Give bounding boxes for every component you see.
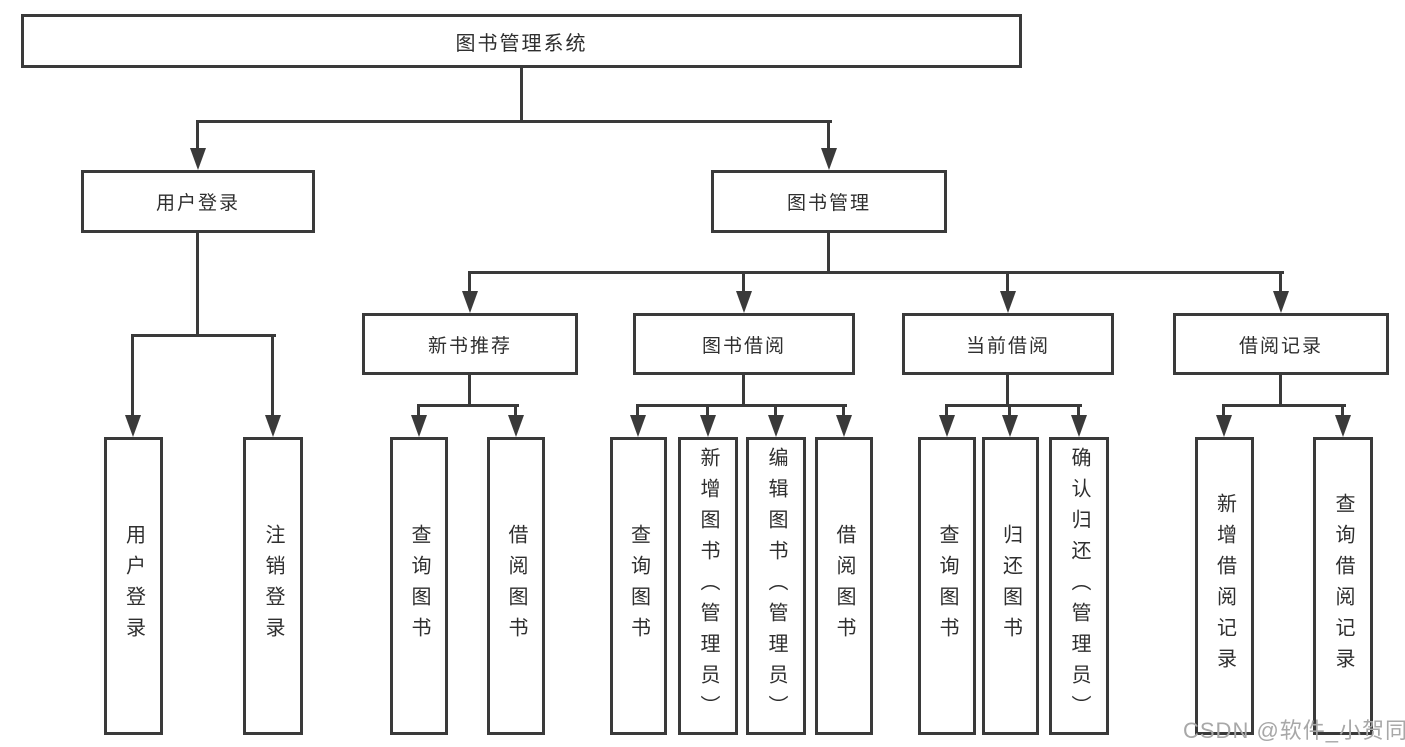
edge-arrow-return-books [1002,415,1018,437]
edge-arrow-query-books-recommend [411,415,427,437]
node-query-books-recommend: 查询图书 [390,437,448,735]
node-edit-books-admin: 编辑图书（管理员） [746,437,806,735]
node-add-borrow-record: 新增借阅记录 [1195,437,1254,735]
connector-drop-return-books [1008,404,1011,420]
node-add-books-admin: 新增图书（管理员） [678,437,738,735]
connector-borrowing-records-bus [1222,404,1346,407]
node-book-borrowing: 图书借阅 [633,313,855,375]
connector-drop-query-books-borrowing [636,404,639,420]
edge-arrow-borrowing-records [1273,291,1289,313]
connector-level2-bus [196,120,832,123]
connector-book-borrowing-stem [742,374,745,407]
node-user-login: 用户登录 [81,170,315,233]
connector-new-book-recommendation-bus [417,404,519,407]
node-add-books-admin-label: 新增图书（管理员） [697,446,719,726]
node-borrowing-records: 借阅记录 [1173,313,1389,375]
connector-drop-logout-action [271,334,274,420]
node-new-book-recommendation-label: 新书推荐 [427,335,512,357]
edge-arrow-query-books-borrowing [630,415,646,437]
connector-drop-user-login-action [131,334,134,420]
connector-drop-book-borrowing [742,271,745,297]
edge-arrow-edit-books-admin [768,415,784,437]
node-query-borrow-record: 查询借阅记录 [1313,437,1373,735]
node-user-login-action-label: 用户登录 [122,524,145,648]
edge-arrow-query-borrow-record [1335,415,1351,437]
connector-drop-add-borrow-record [1222,404,1225,420]
node-current-borrowing: 当前借阅 [902,313,1114,375]
node-query-borrow-record-label: 查询借阅记录 [1332,493,1354,679]
connector-drop-borrow-books-recommend [514,404,517,420]
edge-arrow-user-login [190,148,206,170]
node-confirm-return-admin: 确认归还（管理员） [1049,437,1109,735]
edge-arrow-user-login-action [125,415,141,437]
connector-drop-current-borrowing [1006,271,1009,297]
connector-drop-book-management [827,120,830,153]
edge-arrow-logout-action [265,415,281,437]
node-return-books: 归还图书 [982,437,1039,735]
node-user-login-action: 用户登录 [104,437,163,735]
watermark: CSDN @软件_小贺同学 [1183,718,1405,743]
connector-drop-edit-books-admin [774,404,777,420]
connector-drop-user-login [196,120,199,153]
node-return-books-label: 归还图书 [999,524,1022,648]
connector-level3-bus [468,271,1284,274]
connector-book-borrowing-bus [636,404,847,407]
node-user-login-label: 用户登录 [155,193,240,214]
edge-arrow-borrow-books-recommend [508,415,524,437]
node-borrow-books-recommend: 借阅图书 [487,437,545,735]
node-borrow-books-borrowing: 借阅图书 [815,437,873,735]
connector-borrowing-records-stem [1279,374,1282,407]
connector-drop-borrowing-records [1279,271,1282,297]
edge-arrow-book-management [821,148,837,170]
connector-new-book-recommendation-stem [468,374,471,407]
connector-user-login-bus [131,334,276,337]
node-logout-action-label: 注销登录 [262,524,284,648]
node-root: 图书管理系统 [21,14,1022,68]
node-query-books-borrowing: 查询图书 [610,437,667,735]
node-query-books-recommend-label: 查询图书 [408,524,430,648]
node-current-borrowing-label: 当前借阅 [965,335,1050,357]
connector-user-login-stem [196,232,199,336]
node-borrow-books-borrowing-label: 借阅图书 [833,524,855,648]
node-query-books-current: 查询图书 [918,437,976,735]
connector-current-borrowing-stem [1006,374,1009,407]
connector-root-stem [520,67,523,123]
connector-drop-new-book-recommendation [468,271,471,297]
node-query-books-current-label: 查询图书 [936,524,958,648]
edge-arrow-current-borrowing [1000,291,1016,313]
connector-drop-query-borrow-record [1341,404,1344,420]
node-borrow-books-recommend-label: 借阅图书 [505,524,527,648]
node-new-book-recommendation: 新书推荐 [362,313,578,375]
edge-arrow-book-borrowing [736,291,752,313]
edge-arrow-borrow-books-borrowing [836,415,852,437]
node-root-label: 图书管理系统 [455,32,588,55]
node-book-borrowing-label: 图书借阅 [701,335,786,357]
edge-arrow-query-books-current [939,415,955,437]
edge-arrow-add-borrow-record [1216,415,1232,437]
connector-drop-confirm-return-admin [1077,404,1080,420]
connector-drop-add-books-admin [706,404,709,420]
node-query-books-borrowing-label: 查询图书 [627,524,650,648]
connector-drop-query-books-recommend [417,404,420,420]
connector-drop-borrow-books-borrowing [842,404,845,420]
node-book-management-label: 图书管理 [786,193,871,214]
node-edit-books-admin-label: 编辑图书（管理员） [765,446,787,726]
node-logout-action: 注销登录 [243,437,303,735]
edge-arrow-new-book-recommendation [462,291,478,313]
connector-drop-query-books-current [945,404,948,420]
node-book-management: 图书管理 [711,170,947,233]
connector-current-borrowing-bus [945,404,1082,407]
edge-arrow-confirm-return-admin [1071,415,1087,437]
node-borrowing-records-label: 借阅记录 [1238,335,1323,357]
node-add-borrow-record-label: 新增借阅记录 [1213,493,1236,679]
connector-book-management-stem [827,232,830,274]
edge-arrow-add-books-admin [700,415,716,437]
node-confirm-return-admin-label: 确认归还（管理员） [1068,446,1090,726]
